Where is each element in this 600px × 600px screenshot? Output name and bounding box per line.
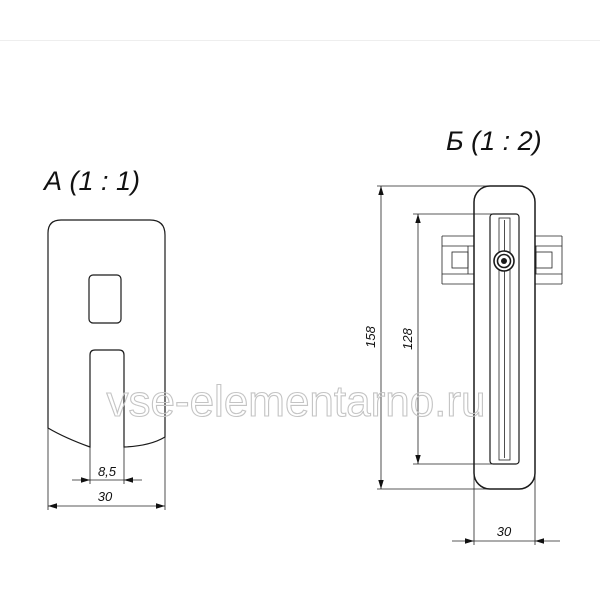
- watermark-text: vse-elementarno.ru: [106, 377, 485, 426]
- view-b-dim-width-label: 30: [497, 524, 512, 539]
- view-a-window: [88, 274, 122, 324]
- view-a-dim-slot-label: 8,5: [98, 464, 117, 479]
- view-b-slot-frame: [489, 213, 520, 465]
- view-b: Б (1 : 2): [363, 126, 563, 545]
- top-divider: [0, 40, 600, 41]
- view-a-title: А (1 : 1): [42, 166, 140, 196]
- view-b-slot: [498, 217, 511, 461]
- view-b-bolt: [493, 250, 515, 272]
- view-a: А (1 : 1) 8,5 30: [42, 166, 166, 510]
- view-b-dim-total-label: 158: [363, 325, 378, 347]
- view-b-title: Б (1 : 2): [446, 126, 542, 156]
- view-a-dim-width-label: 30: [98, 489, 113, 504]
- view-b-dim-slot-label: 128: [400, 327, 415, 349]
